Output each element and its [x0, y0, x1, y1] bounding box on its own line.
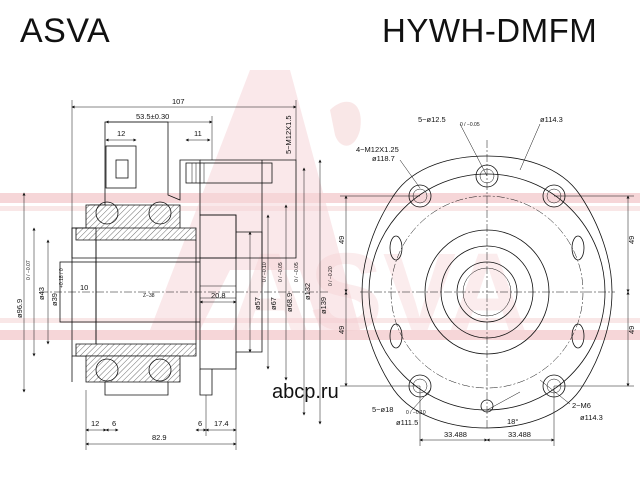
- label-holes-top: 5−ø12.5: [418, 115, 446, 124]
- dim-bore-39: ø39: [50, 293, 59, 306]
- dim-right-upper: 49: [627, 236, 636, 244]
- watermark-site: abcp.ru: [272, 381, 339, 403]
- dim-pilot-57: ø57: [253, 297, 262, 310]
- dim-stud-thread: 5−M12X1.5: [284, 115, 293, 154]
- dim-pilot-68-tol: 0 / −0.05: [294, 262, 300, 282]
- dim-139: ø139: [319, 297, 328, 314]
- label-m6: 2−M6: [572, 401, 591, 410]
- dim-shoulder: 20.8: [211, 291, 226, 300]
- dim-overall-length: 107: [172, 97, 185, 106]
- dim-bottom-82: 82.9: [152, 433, 167, 442]
- seal-label: Z−38: [143, 293, 155, 299]
- dim-pilot-68: ø68.9: [285, 293, 294, 312]
- side-section-view: 107 53.5±0.30 12 11 5−M12X1.5 ø96.9 0 / …: [15, 97, 334, 450]
- label-thread-pcd: ø118.7: [372, 154, 395, 163]
- dim-right-lower: 49: [627, 326, 636, 334]
- dim-bore-43: ø43: [37, 287, 46, 300]
- dim-bottom-12: 12: [91, 419, 99, 428]
- dim-left-lower: 49: [337, 326, 346, 334]
- label-angle: 18°: [507, 417, 518, 426]
- label-pcd-m6: ø114.3: [580, 413, 603, 422]
- label-holes-top-tol: 0 / −0.05: [460, 122, 480, 128]
- label-holes-bottom-tol: 0 / −0.10: [406, 410, 426, 416]
- label-pcd-top: ø114.3: [540, 115, 563, 124]
- label-pcd-bottom: ø111.5: [396, 418, 418, 427]
- front-view: 5−ø12.5 0 / −0.05 ø114.3 4−M12X1.25 ø118…: [337, 115, 636, 446]
- dim-outer-96-tol: 0 / −0.07: [26, 260, 32, 280]
- dim-pilot-67-tol: 0 / −0.05: [278, 262, 284, 282]
- dim-pilot-67: ø67: [269, 297, 278, 310]
- dim-flange-left: 12: [117, 129, 125, 138]
- dim-flange-width: 53.5±0.30: [136, 112, 169, 121]
- dim-132: ø132: [303, 283, 312, 300]
- label-holes-bottom: 5−ø18: [372, 405, 393, 414]
- label-thread-holes: 4−M12X1.25: [356, 145, 399, 154]
- dim-bore-39-tol: +0.18 / 0: [59, 268, 65, 288]
- dim-width-left: 33.488: [444, 430, 467, 439]
- dim-bottom-17: 17.4: [214, 419, 229, 428]
- brand-logo-text: ASVA: [20, 12, 111, 50]
- dim-outer-96: ø96.9: [15, 299, 24, 318]
- dim-inner-10: 10: [80, 283, 88, 292]
- dim-139-tol: 0 / −0.20: [328, 266, 334, 286]
- dim-bottom-6a: 6: [112, 419, 116, 428]
- dim-left-upper: 49: [337, 236, 346, 244]
- part-number: HYWH-DMFM: [382, 12, 598, 49]
- threaded-holes: [389, 235, 585, 413]
- dim-pilot-57-tol: 0 / −0.10: [262, 262, 268, 282]
- watermark-text: ASVA: [230, 231, 527, 354]
- dim-flange-right: 11: [194, 129, 202, 138]
- dim-width-right: 33.488: [508, 430, 531, 439]
- dim-bottom-6b: 6: [198, 419, 202, 428]
